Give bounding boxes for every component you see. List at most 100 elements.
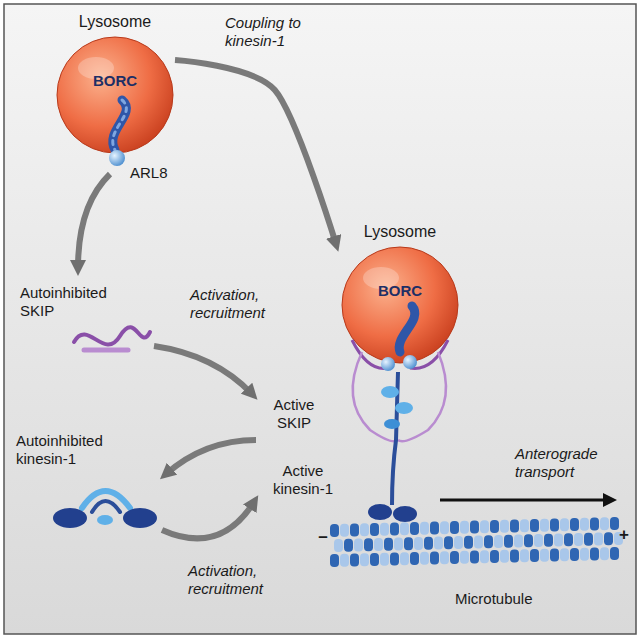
tubulin-subunit bbox=[360, 553, 369, 566]
borc-complex bbox=[399, 306, 415, 352]
tubulin-subunit bbox=[504, 535, 513, 548]
tubulin-subunit bbox=[384, 538, 393, 551]
process-arrow bbox=[166, 440, 256, 474]
node-heading: Lysosome bbox=[55, 12, 175, 32]
arl8-sphere bbox=[381, 357, 395, 371]
tubulin-subunit bbox=[554, 534, 563, 547]
borc-detail bbox=[113, 100, 127, 150]
part-label: ARL8 bbox=[130, 164, 180, 182]
tubulin-subunit bbox=[610, 547, 619, 560]
tubulin-subunit bbox=[520, 549, 529, 562]
tubulin-subunit bbox=[390, 553, 399, 566]
tubulin-subunit bbox=[394, 538, 403, 551]
tubulin-subunit bbox=[400, 552, 409, 565]
kinesin-head bbox=[123, 508, 157, 528]
tubulin-subunit bbox=[534, 534, 543, 547]
step-note: Anterograde transport bbox=[515, 445, 620, 481]
tubulin-subunit bbox=[550, 549, 559, 562]
step-note: Activation, recruitment bbox=[188, 562, 298, 598]
tubulin-subunit bbox=[410, 552, 419, 565]
kinesin-head bbox=[368, 504, 392, 520]
tubulin-subunit bbox=[560, 518, 569, 531]
part-label: Autoinhibited kinesin-1 bbox=[16, 432, 131, 468]
part-label: – bbox=[316, 528, 330, 546]
tubulin-subunit bbox=[560, 548, 569, 561]
tubulin-subunit bbox=[340, 554, 349, 567]
lysosome-node: LysosomeBORC bbox=[340, 222, 460, 364]
tubulin-subunit bbox=[400, 522, 409, 535]
kinesin-light-chain bbox=[381, 386, 399, 398]
tubulin-subunit bbox=[354, 539, 363, 552]
skip-active bbox=[398, 352, 446, 441]
tubulin-subunit bbox=[380, 523, 389, 536]
tubulin-subunit bbox=[370, 523, 379, 536]
tubulin-subunit bbox=[510, 550, 519, 563]
tubulin-subunit bbox=[454, 536, 463, 549]
tubulin-subunit bbox=[530, 549, 539, 562]
edge-label: Coupling to kinesin-1 bbox=[225, 14, 335, 50]
tubulin-subunit bbox=[370, 553, 379, 566]
tubulin-subunit bbox=[414, 537, 423, 550]
panel bbox=[4, 4, 636, 634]
tubulin-subunit bbox=[480, 520, 489, 533]
tubulin-subunit bbox=[330, 554, 339, 567]
kinesin-head bbox=[393, 506, 417, 522]
tubulin-subunit bbox=[600, 517, 609, 530]
tubulin-subunit bbox=[334, 539, 343, 552]
tubulin-subunit bbox=[550, 519, 559, 532]
part-label: Autoinhibited SKIP bbox=[20, 284, 135, 320]
complex-label: BORC bbox=[341, 282, 459, 300]
coupling-arrow bbox=[175, 60, 336, 244]
tubulin-subunit bbox=[460, 521, 469, 534]
microtubule bbox=[330, 517, 623, 567]
kinesin-stalk bbox=[92, 501, 120, 512]
tubulin-subunit bbox=[360, 523, 369, 536]
skip-autoinhibited bbox=[74, 327, 150, 344]
borc-complex bbox=[113, 100, 127, 150]
tubulin-subunit bbox=[514, 535, 523, 548]
tubulin-subunit bbox=[430, 522, 439, 535]
tubulin-subunit bbox=[580, 548, 589, 561]
lysosome-body: BORC bbox=[56, 36, 174, 154]
direction-arrow bbox=[440, 499, 610, 502]
skip-domain bbox=[84, 348, 128, 353]
process-arrow bbox=[78, 174, 110, 268]
tubulin-subunit bbox=[570, 518, 579, 531]
tubulin-subunit bbox=[540, 519, 549, 532]
tubulin-subunit bbox=[434, 537, 443, 550]
tubulin-subunit bbox=[380, 553, 389, 566]
tubulin-subunit bbox=[530, 519, 539, 532]
tubulin-subunit bbox=[564, 533, 573, 546]
lysosome-circle bbox=[57, 37, 173, 153]
tubulin-subunit bbox=[604, 532, 613, 545]
tubulin-subunit bbox=[570, 548, 579, 561]
tubulin-subunit bbox=[490, 520, 499, 533]
tubulin-subunit bbox=[490, 550, 499, 563]
tubulin-subunit bbox=[594, 533, 603, 546]
tubulin-subunit bbox=[330, 524, 339, 537]
kinesin-light-chain bbox=[97, 515, 113, 525]
part-label: Active SKIP bbox=[258, 396, 330, 432]
tubulin-subunit bbox=[470, 521, 479, 534]
tubulin-subunit bbox=[440, 551, 449, 564]
kinesin-light-chain bbox=[384, 419, 400, 429]
tubulin-subunit bbox=[350, 524, 359, 537]
tubulin-subunit bbox=[460, 551, 469, 564]
tubulin-subunit bbox=[440, 521, 449, 534]
tubulin-subunit bbox=[424, 537, 433, 550]
tubulin-subunit bbox=[364, 538, 373, 551]
lysosome-circle bbox=[342, 247, 458, 363]
tubulin-subunit bbox=[390, 523, 399, 536]
tubulin-subunit bbox=[590, 548, 599, 561]
tubulin-subunit bbox=[420, 552, 429, 565]
tubulin-subunit bbox=[520, 519, 529, 532]
tubulin-subunit bbox=[340, 524, 349, 537]
part-label: + bbox=[617, 526, 631, 544]
arl8-sphere bbox=[403, 355, 417, 369]
complex-label: BORC bbox=[56, 72, 174, 90]
tubulin-subunit bbox=[480, 550, 489, 563]
tubulin-subunit bbox=[574, 533, 583, 546]
tubulin-subunit bbox=[540, 549, 549, 562]
tubulin-subunit bbox=[350, 554, 359, 567]
lysosome-node: LysosomeBORC bbox=[55, 12, 175, 154]
